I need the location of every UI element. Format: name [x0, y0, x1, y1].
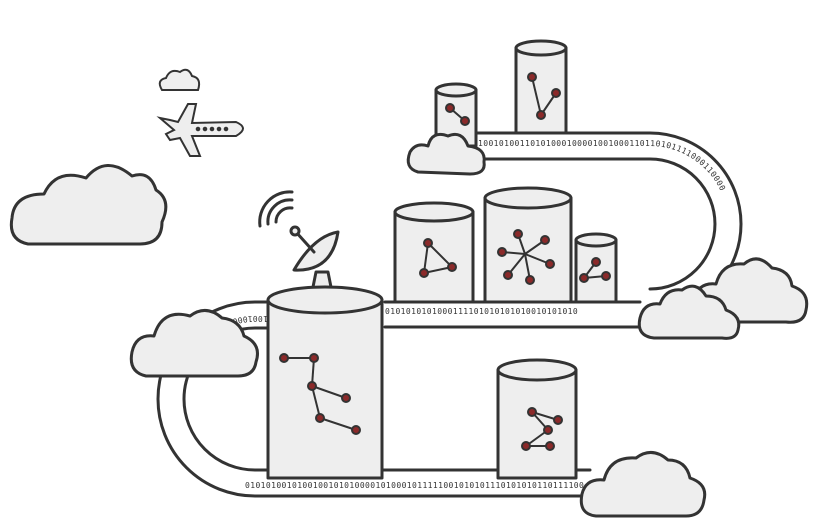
network-graph-icon — [419, 238, 457, 278]
database-cylinder-icon — [266, 285, 384, 480]
cloud-icon — [158, 68, 201, 91]
database-cylinder-icon — [393, 201, 475, 304]
signal-waves-icon — [258, 190, 294, 228]
network-graph-icon — [497, 229, 555, 285]
cloud-icon — [9, 164, 168, 246]
cloud-icon — [579, 451, 707, 518]
database-cylinder-icon — [514, 39, 568, 135]
binary-stream-top: 1001010011010100010000100100011011010111… — [478, 139, 727, 193]
network-graph-icon — [279, 353, 361, 435]
cloud-icon — [129, 309, 259, 378]
network-graph-icon — [521, 407, 563, 451]
network-graph-icon — [579, 257, 611, 283]
database-cylinder-icon — [574, 232, 618, 304]
network-graph-icon — [445, 103, 470, 126]
cloud-icon — [406, 132, 486, 176]
satellite-dish-icon — [289, 225, 340, 294]
binary-stream-middle: 0101010101000111101010101010010101010 — [385, 307, 578, 316]
cloud-icon — [637, 284, 741, 340]
database-cylinder-icon — [483, 186, 573, 304]
network-graph-icon — [527, 72, 561, 120]
database-cylinder-icon — [496, 358, 578, 480]
airplane-icon — [156, 103, 244, 157]
